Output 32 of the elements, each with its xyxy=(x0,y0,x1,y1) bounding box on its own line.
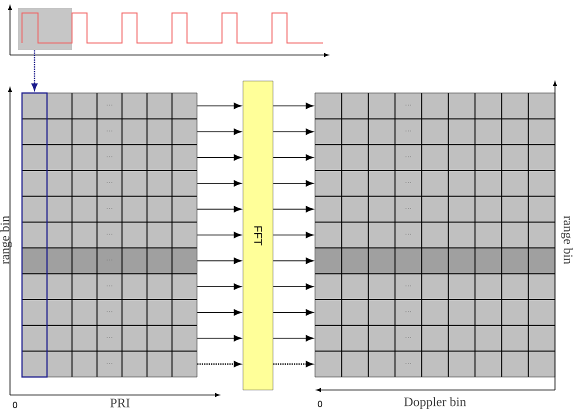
arrow xyxy=(196,102,242,110)
arrow xyxy=(197,361,241,368)
arrow xyxy=(272,128,314,135)
arrow xyxy=(196,258,242,264)
arrow xyxy=(196,206,242,212)
cell-grid xyxy=(314,92,556,378)
arrow xyxy=(272,232,314,238)
arrow xyxy=(272,335,314,342)
arrow xyxy=(272,154,314,161)
axis-label: 0 xyxy=(12,402,18,408)
arrow xyxy=(196,154,242,161)
axis-label: Doppler bin xyxy=(404,397,466,409)
arrow xyxy=(273,361,313,368)
arrow xyxy=(196,128,242,135)
arrow xyxy=(272,206,314,212)
arrow xyxy=(272,283,314,290)
highlight-region xyxy=(18,8,72,50)
arrow xyxy=(196,180,242,187)
arrow xyxy=(196,309,242,316)
column-outline xyxy=(21,92,48,378)
arrow xyxy=(196,232,242,238)
arrow xyxy=(272,309,314,316)
arrow xyxy=(272,258,314,264)
axis-label: 0 xyxy=(318,400,322,408)
arrow xyxy=(196,283,242,290)
arrow xyxy=(272,102,314,110)
axis-label: PRI xyxy=(110,398,130,408)
arrow xyxy=(32,50,38,90)
process-box: FFT xyxy=(242,80,274,390)
arrow xyxy=(272,180,314,187)
arrow xyxy=(196,335,242,342)
cell-grid xyxy=(22,92,198,378)
